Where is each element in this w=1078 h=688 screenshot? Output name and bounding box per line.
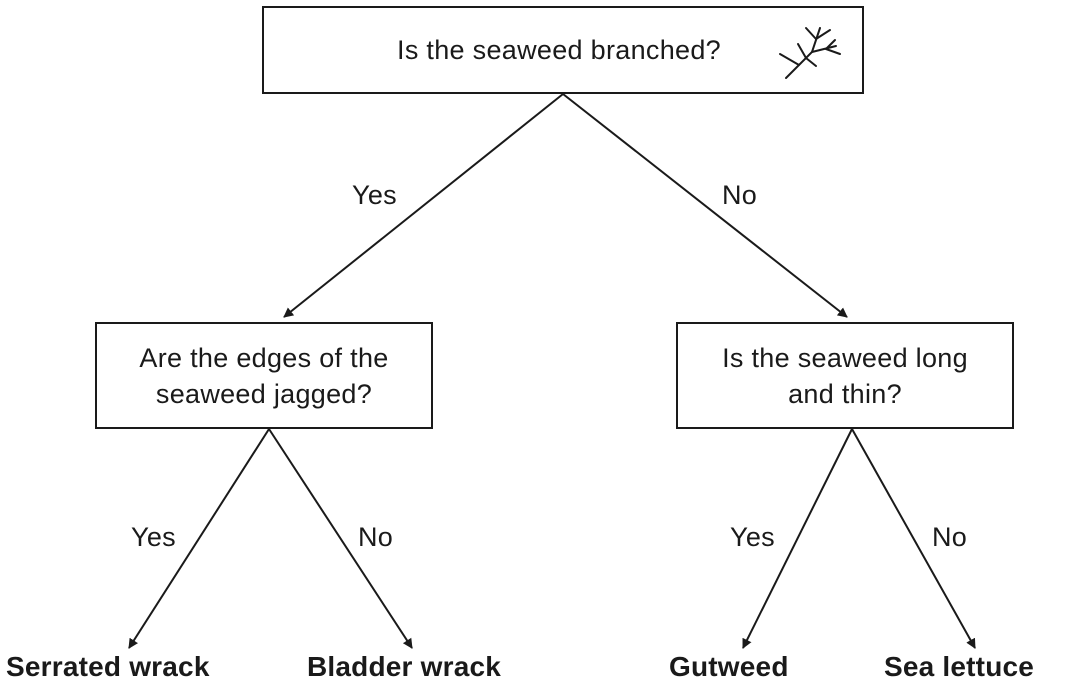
edge-label-right-no: No	[932, 522, 968, 552]
question-right-text: Is the seaweed long and thin?	[722, 342, 968, 409]
arrow-left-yes	[128, 428, 270, 649]
question-box-right: Is the seaweed long and thin?	[676, 322, 1014, 429]
edge-label-right-yes: Yes	[730, 522, 775, 552]
arrow-right-yes	[742, 428, 853, 649]
leaf-serrated-wrack: Serrated wrack	[6, 651, 210, 682]
leaf-bladder-wrack: Bladder wrack	[307, 651, 502, 682]
branched-seaweed-icon	[779, 27, 841, 79]
edge-label-root-no: No	[722, 180, 758, 210]
arrow-right-no	[851, 428, 976, 649]
question-left-text: Are the edges of the seaweed jagged?	[139, 342, 389, 409]
question-box-root: Is the seaweed branched?	[262, 6, 864, 94]
edge-label-left-no: No	[358, 522, 394, 552]
leaf-sea-lettuce: Sea lettuce	[884, 651, 1035, 682]
question-box-left: Are the edges of the seaweed jagged?	[95, 322, 433, 429]
edge-label-root-yes: Yes	[352, 180, 397, 210]
arrow-left-no	[268, 428, 413, 649]
edge-label-left-yes: Yes	[131, 522, 176, 552]
question-root-text: Is the seaweed branched?	[397, 35, 721, 65]
arrow-root-no	[562, 93, 848, 318]
leaf-gutweed: Gutweed	[669, 651, 789, 682]
arrow-root-yes	[283, 93, 564, 318]
